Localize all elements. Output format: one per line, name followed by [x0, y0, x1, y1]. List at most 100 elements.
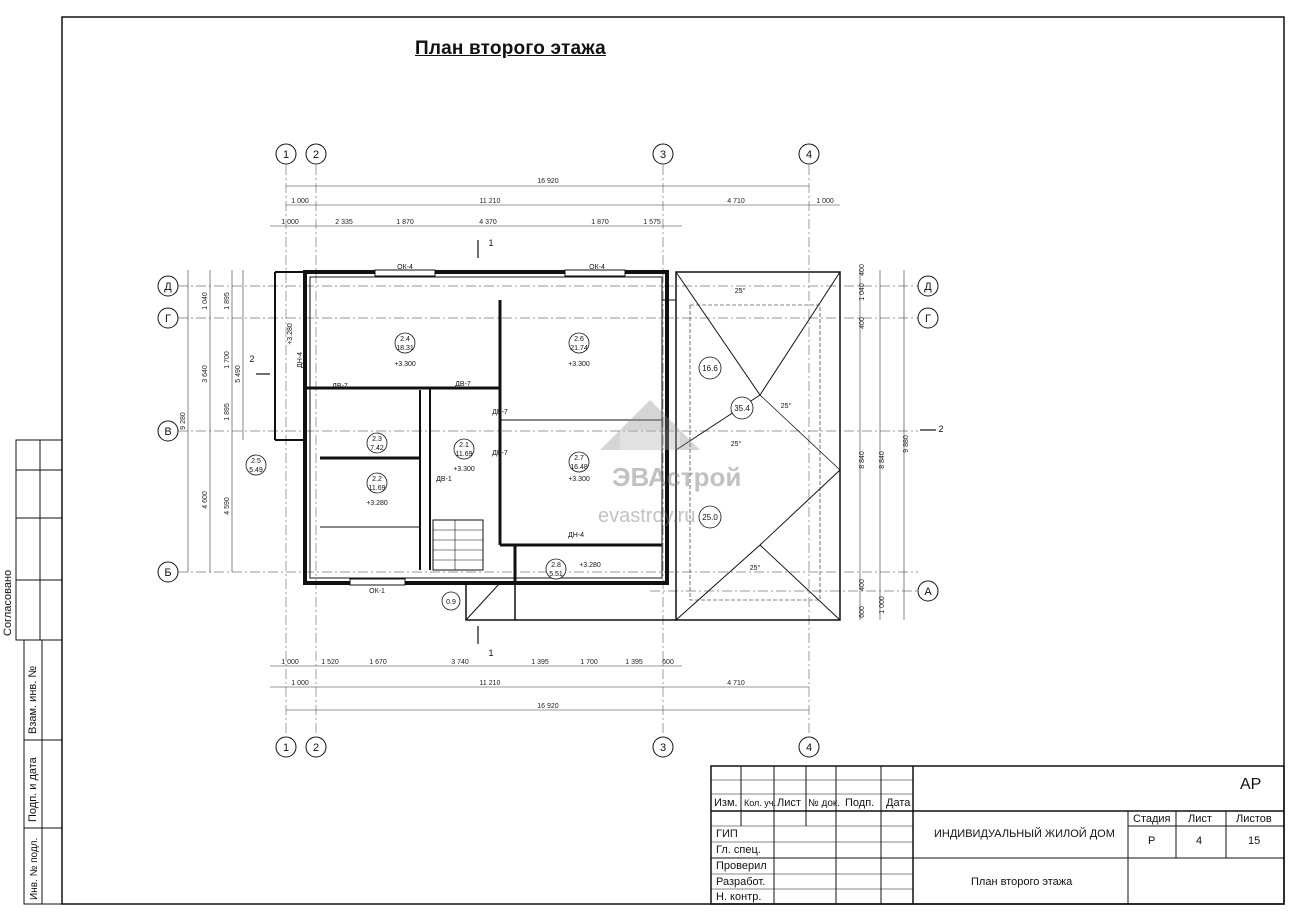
dim-right-1: 400 — [859, 264, 866, 276]
room-2-6-area: 21.74 — [570, 345, 588, 352]
room-2-8-level: +3.280 — [579, 562, 601, 569]
axis-label-col-1: 1 — [283, 149, 289, 161]
axis-label-row-a-right: А — [924, 586, 932, 598]
room-2-6-id: 2.6 — [574, 336, 584, 343]
tb-code: АР — [1240, 776, 1262, 793]
axis-label-col-2: 2 — [313, 149, 319, 161]
roof-slope-4: 25° — [750, 564, 761, 572]
sheet-frame — [61, 16, 1285, 905]
room-2-4-id: 2.4 — [400, 336, 410, 343]
dim-right-7: 600 — [859, 606, 866, 618]
axis-label-col-1-bottom: 1 — [283, 742, 289, 754]
dim-top-mid-1: 1 000 — [291, 198, 309, 205]
dim-bot-inner-1: 1 000 — [281, 659, 299, 666]
dim-right-5: 8 840 — [879, 451, 886, 469]
axis-label-row-d: Д — [164, 281, 172, 293]
axis-lines — [178, 165, 918, 735]
roof-area-2: 35.4 — [734, 404, 750, 413]
dim-left-8: 4 590 — [224, 497, 231, 515]
dim-top-mid-4: 1 000 — [816, 198, 834, 205]
dim-left-4: 1 700 — [224, 351, 231, 369]
axis-label-row-g: Г — [165, 313, 171, 325]
roof-slope-2: 25° — [731, 440, 742, 448]
dim-left-2: 1 895 — [224, 292, 231, 310]
tb-sheet-name: План второго этажа — [971, 876, 1073, 888]
dim-top-inner-3: 1 870 — [396, 219, 414, 226]
side-stamp — [15, 439, 63, 905]
section-mark-left: 2 — [249, 354, 254, 364]
dim-top-total: 16 920 — [537, 178, 559, 185]
dim-top-inner-5: 1 870 — [591, 219, 609, 226]
room-2-1-level: +3.300 — [453, 466, 475, 473]
tb-sheet-no: 4 — [1196, 835, 1203, 847]
dim-right-3: 400 — [859, 317, 866, 329]
axis-label-row-g-right: Г — [925, 313, 931, 325]
dim-left-1: 1 040 — [202, 292, 209, 310]
dim-right-8: 1 000 — [879, 596, 886, 614]
dim-right-2: 1 040 — [859, 283, 866, 301]
dim-bot-inner-6: 1 700 — [580, 659, 598, 666]
room-2-7-id: 2.7 — [574, 455, 584, 462]
section-arrows — [256, 240, 936, 644]
window-label-2: ОК-4 — [589, 264, 605, 271]
door-label-4: ДВ-7 — [492, 450, 508, 457]
axis-label-row-d-right: Д — [924, 281, 932, 293]
section-mark-top: 1 — [488, 238, 493, 248]
door-label-1: ДВ-7 — [332, 383, 348, 390]
walls — [274, 269, 677, 586]
tb-role-gip: ГИП — [716, 828, 738, 840]
room-2-6-level: +3.300 — [568, 361, 590, 368]
dim-bot-inner-8: 600 — [662, 659, 674, 666]
tb-role-gl: Гл. спец. — [716, 844, 761, 856]
dim-top-inner-6: 1 575 — [643, 219, 661, 226]
tb-role-norm: Н. контр. — [716, 891, 762, 903]
tb-sheets-total: 15 — [1248, 835, 1261, 847]
dim-left-3: 3 640 — [202, 365, 209, 383]
dim-left-7: 4 600 — [202, 491, 209, 509]
dim-bot-inner-2: 1 520 — [321, 659, 339, 666]
dim-bot-inner-4: 3 740 — [451, 659, 469, 666]
roof-area-4: 0.9 — [446, 599, 456, 606]
tb-h-date: Дата — [886, 797, 911, 809]
dim-lines-top — [270, 185, 840, 711]
room-2-5-area: 5.49 — [249, 467, 263, 474]
tb-h-list: Лист — [777, 797, 801, 809]
watermark-site: evastroy.ru — [598, 505, 695, 527]
dim-bot-mid-3: 4 710 — [727, 680, 745, 687]
axis-label-col-2-bottom: 2 — [313, 742, 319, 754]
dim-top-mid-2: 11 210 — [480, 198, 501, 205]
roof-area-1: 16.6 — [702, 364, 718, 373]
room-markers — [245, 332, 754, 611]
dim-bot-inner-3: 1 670 — [369, 659, 387, 666]
tb-h-podp: Подп. — [845, 797, 875, 809]
tb-h-doc: № док. — [808, 798, 841, 809]
window-label-1: ОК-4 — [397, 264, 413, 271]
dim-bot-total: 16 920 — [537, 703, 559, 710]
room-2-3-id: 2.3 — [372, 436, 382, 443]
dim-top-inner-4: 4 370 — [479, 219, 497, 226]
side-stamp-inv-replace: Взам. инв. № — [27, 665, 39, 734]
drawing-title: План второго этажа — [415, 38, 606, 59]
tb-h-kol: Кол. уч. — [744, 798, 776, 808]
room-2-4-area: 18.31 — [396, 345, 414, 352]
tb-h-izm: Изм. — [714, 797, 738, 809]
roof-slope-3: 25° — [781, 402, 792, 410]
door-label-2: ДВ-7 — [455, 381, 471, 388]
watermark-logo — [600, 400, 700, 450]
dim-bot-mid-2: 11 210 — [480, 680, 501, 687]
tb-role-dev: Разработ. — [716, 876, 766, 888]
tb-stage: Р — [1148, 835, 1156, 847]
axis-label-col-3: 3 — [660, 149, 666, 161]
dim-left-6: 1 895 — [224, 403, 231, 421]
dim-top-inner-1: 1 000 — [281, 219, 299, 226]
side-stamp-inv-orig: Инв. № подл. — [29, 837, 40, 900]
room-2-5-id: 2.5 — [251, 458, 261, 465]
room-2-8-id: 2.8 — [551, 562, 561, 569]
axis-label-col-3-bottom: 3 — [660, 742, 666, 754]
dim-bot-inner-7: 1 395 — [625, 659, 643, 666]
room-2-8-area: 5.51 — [549, 571, 563, 578]
tb-sheet-label: Лист — [1188, 813, 1212, 825]
dim-top-inner-2: 2 335 — [335, 219, 353, 226]
window-label-3: ОК-1 — [369, 588, 385, 595]
